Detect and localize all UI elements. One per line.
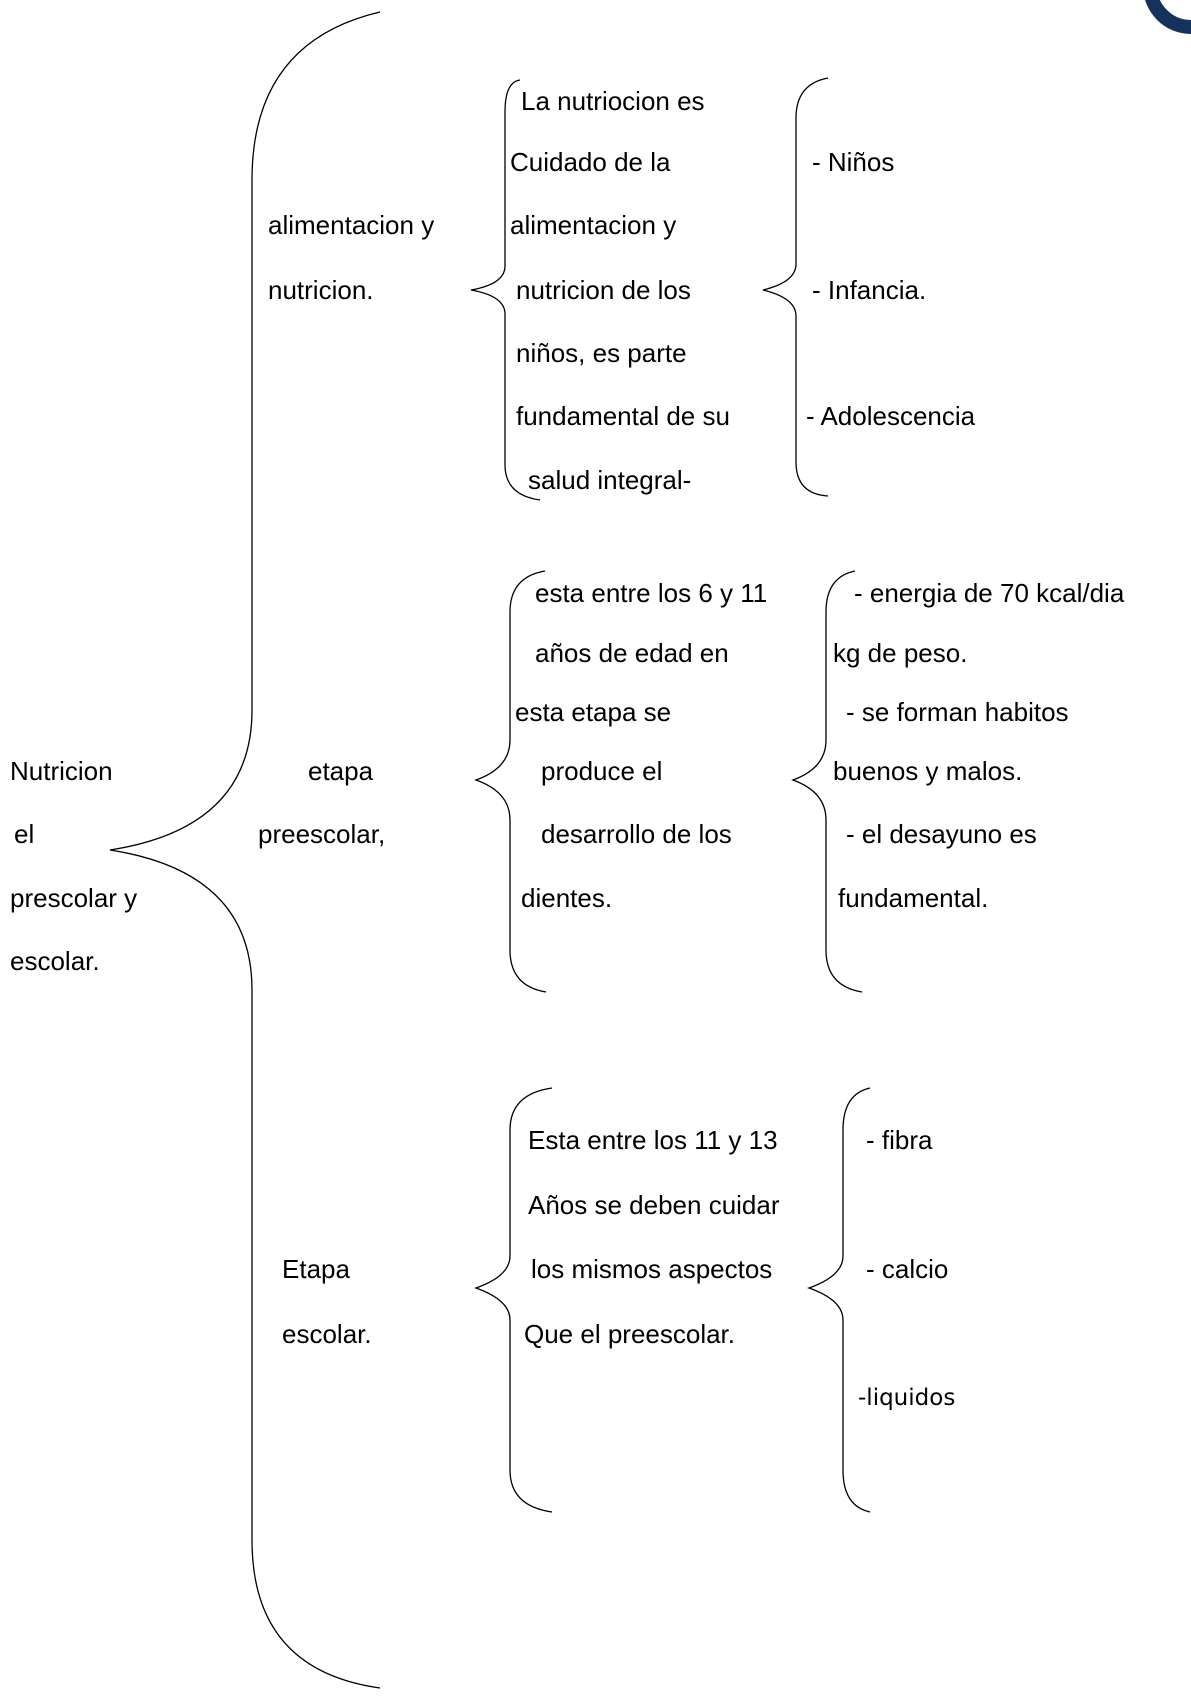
branch-2-detail-line: - se forman habitos bbox=[846, 697, 1069, 727]
branch-1-title-brace bbox=[470, 79, 541, 501]
branch-2-detail-line: - el desayuno es bbox=[846, 819, 1037, 849]
branch-1-title-line: nutricion. bbox=[268, 275, 374, 305]
branch-1-description-line: salud integral- bbox=[528, 465, 692, 495]
branch-1-detail-line: - Infancia. bbox=[812, 275, 927, 305]
branch-2-title-line: preescolar, bbox=[258, 819, 386, 849]
branch-3-description-line: Esta entre los 11 y 13 bbox=[528, 1125, 778, 1155]
branch-2-description-line: esta etapa se bbox=[515, 697, 672, 727]
branch-2-detail-line: fundamental. bbox=[838, 883, 989, 913]
branch-2-title-brace bbox=[474, 570, 547, 993]
branch-1-description-line: Cuidado de la bbox=[510, 147, 671, 177]
branch-3-detail-line: -liquidos bbox=[858, 1385, 956, 1411]
branch-2-description-line: esta entre los 6 y 11 bbox=[535, 578, 768, 608]
branch-2-description-line: produce el bbox=[541, 756, 663, 786]
branch-2-title-line: etapa bbox=[308, 756, 374, 786]
branch-1-description-line: nutricion de los bbox=[516, 275, 691, 305]
branch-3-description-line: Años se deben cuidar bbox=[528, 1190, 780, 1220]
branch-1-description-line: niños, es parte bbox=[516, 338, 687, 368]
branch-3-title-line: Etapa bbox=[282, 1254, 350, 1284]
branch-2-description-line: dientes. bbox=[521, 883, 613, 913]
branch-2-description-line: años de edad en bbox=[535, 638, 729, 668]
branch-1-desc-brace bbox=[762, 77, 829, 497]
branch-1-title-line: alimentacion y bbox=[268, 210, 435, 240]
root-line: el bbox=[14, 819, 35, 849]
root-line: prescolar y bbox=[10, 883, 138, 913]
branch-1-description-line: fundamental de su bbox=[516, 401, 730, 431]
branch-2-detail-line: - energia de 70 kcal/dia bbox=[854, 578, 1125, 608]
root-brace bbox=[109, 11, 381, 1689]
branch-3-detail-line: - fibra bbox=[866, 1125, 933, 1155]
branch-2-desc-brace bbox=[791, 570, 863, 993]
branch-1-description-line: La nutriocion es bbox=[521, 86, 705, 116]
branch-1-detail-line: - Adolescencia bbox=[806, 401, 976, 431]
root-line: Nutricion bbox=[10, 756, 113, 786]
root-line: escolar. bbox=[10, 946, 100, 976]
branch-3-desc-brace bbox=[807, 1087, 871, 1513]
branch-2-detail-line: kg de peso. bbox=[833, 638, 968, 668]
branch-3-title-brace bbox=[474, 1087, 553, 1513]
branch-3-title-line: escolar. bbox=[282, 1319, 372, 1349]
branch-3-description-line: los mismos aspectos bbox=[531, 1254, 773, 1284]
branch-1-description-line: alimentacion y bbox=[510, 210, 677, 240]
branch-1-detail-line: - Niños bbox=[812, 147, 895, 177]
branch-3-description-line: Que el preescolar. bbox=[524, 1319, 736, 1349]
branch-3-detail-line: - calcio bbox=[866, 1254, 949, 1284]
branch-2-description-line: desarrollo de los bbox=[541, 819, 732, 849]
branch-2-detail-line: buenos y malos. bbox=[833, 756, 1023, 786]
